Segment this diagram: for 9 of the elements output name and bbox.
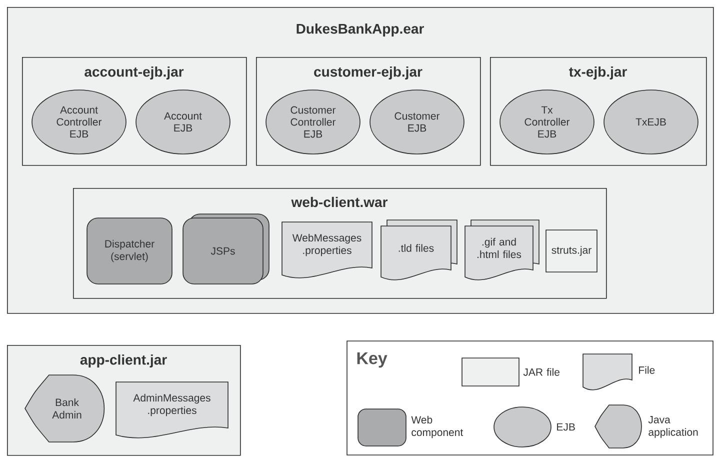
jar-box: struts.jar <box>546 230 598 272</box>
key-title: Key <box>357 352 388 368</box>
legend-label: Web component <box>411 416 464 438</box>
legend-label: JAR file <box>523 368 560 376</box>
legend-label: Java application <box>648 416 698 438</box>
legend-label: EJB <box>557 423 575 431</box>
web-component-box: JSPs <box>182 214 270 284</box>
legend-label: File <box>639 366 655 374</box>
web-component-box: Dispatcher (servlet) <box>86 218 172 284</box>
